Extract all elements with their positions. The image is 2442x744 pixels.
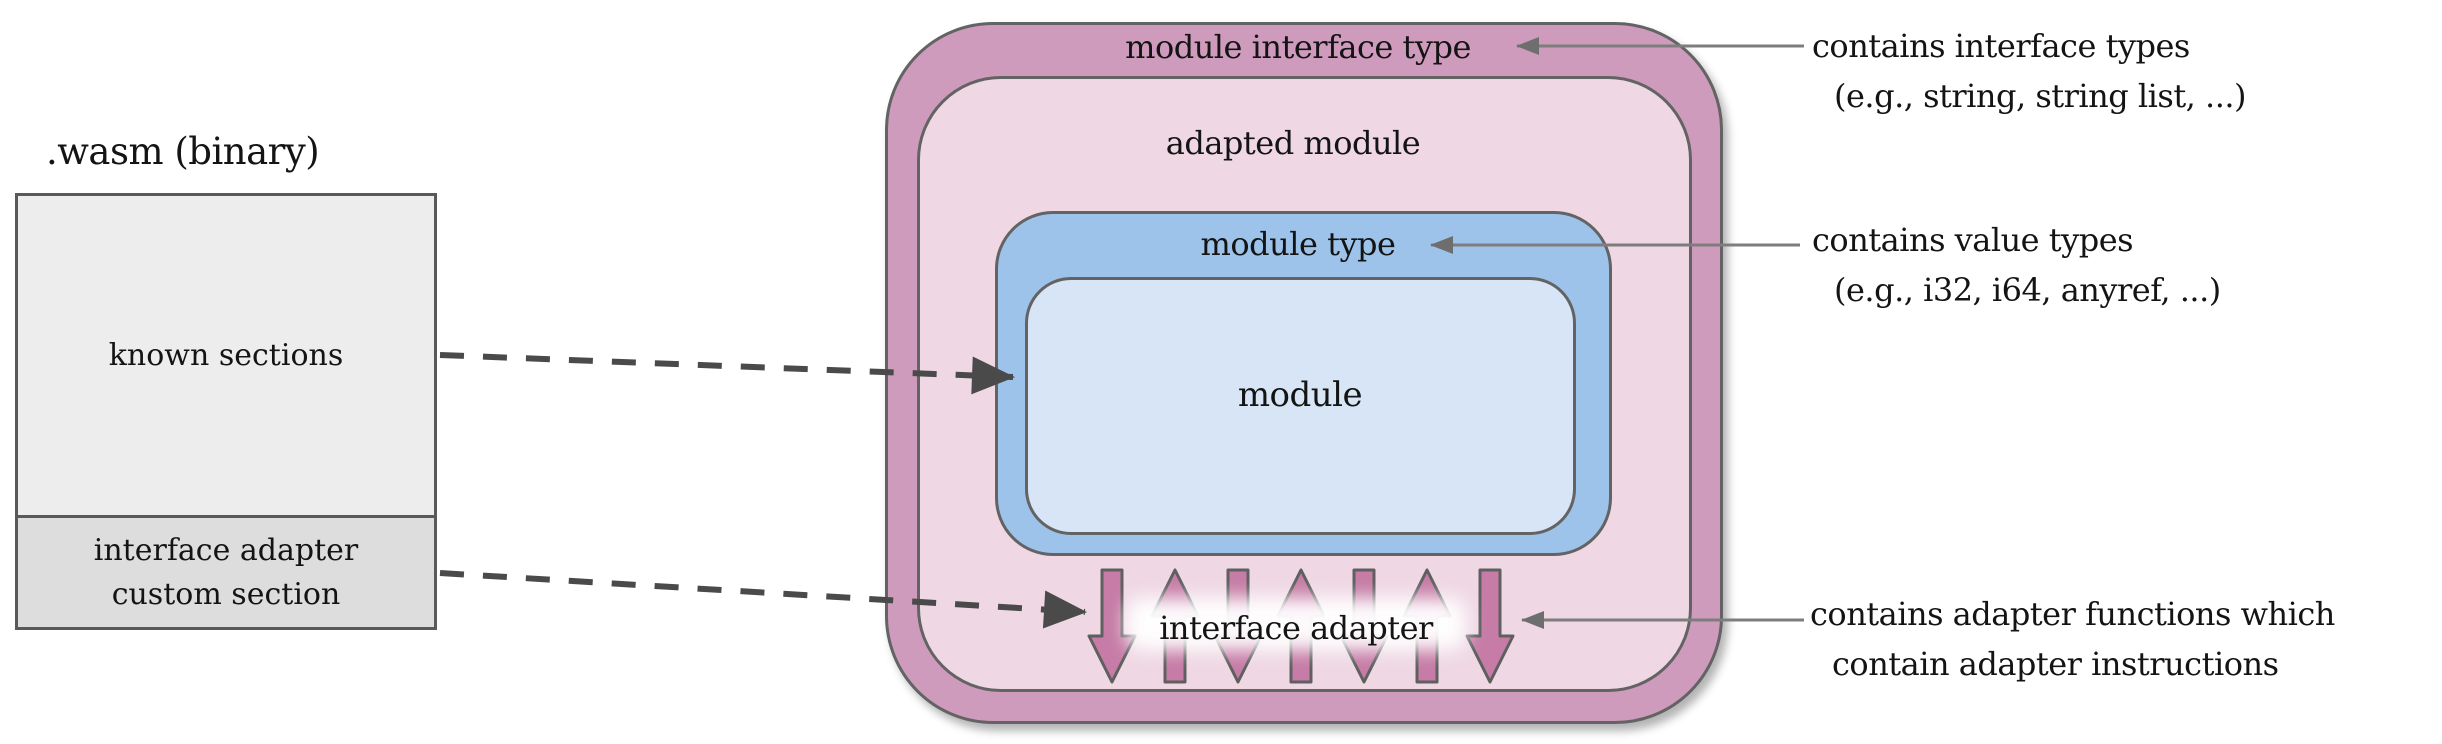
interface-adapter-label: interface adapter <box>996 607 1596 649</box>
module-label: module <box>1000 374 1600 416</box>
wasm-file-box: known sections interface adapter custom … <box>15 193 437 630</box>
annotation-value-types: contains value types (e.g., i32, i64, an… <box>1812 215 2221 315</box>
annotation-adapter-functions-line1: contains adapter functions which <box>1810 589 2335 639</box>
custom-section-cell: interface adapter custom section <box>18 515 434 627</box>
wasm-file-title: .wasm (binary) <box>46 130 466 173</box>
custom-section-label-line1: interface adapter <box>94 529 358 573</box>
known-sections-label: known sections <box>109 338 343 373</box>
annotation-adapter-functions-line2: contain adapter instructions <box>1832 639 2335 689</box>
custom-section-label-line2: custom section <box>112 573 341 617</box>
annotation-value-types-line1: contains value types <box>1812 215 2221 265</box>
annotation-interface-types-line1: contains interface types <box>1812 21 2246 71</box>
known-sections-cell: known sections <box>18 196 434 515</box>
annotation-interface-types: contains interface types (e.g., string, … <box>1812 21 2246 121</box>
annotation-value-types-line2: (e.g., i32, i64, anyref, ...) <box>1834 265 2221 315</box>
annotation-interface-types-line2: (e.g., string, string list, ...) <box>1834 71 2246 121</box>
module-type-label: module type <box>998 223 1598 265</box>
adapted-module-label: adapted module <box>993 122 1593 164</box>
module-interface-type-label: module interface type <box>998 26 1598 68</box>
annotation-adapter-functions: contains adapter functions which contain… <box>1810 589 2335 689</box>
